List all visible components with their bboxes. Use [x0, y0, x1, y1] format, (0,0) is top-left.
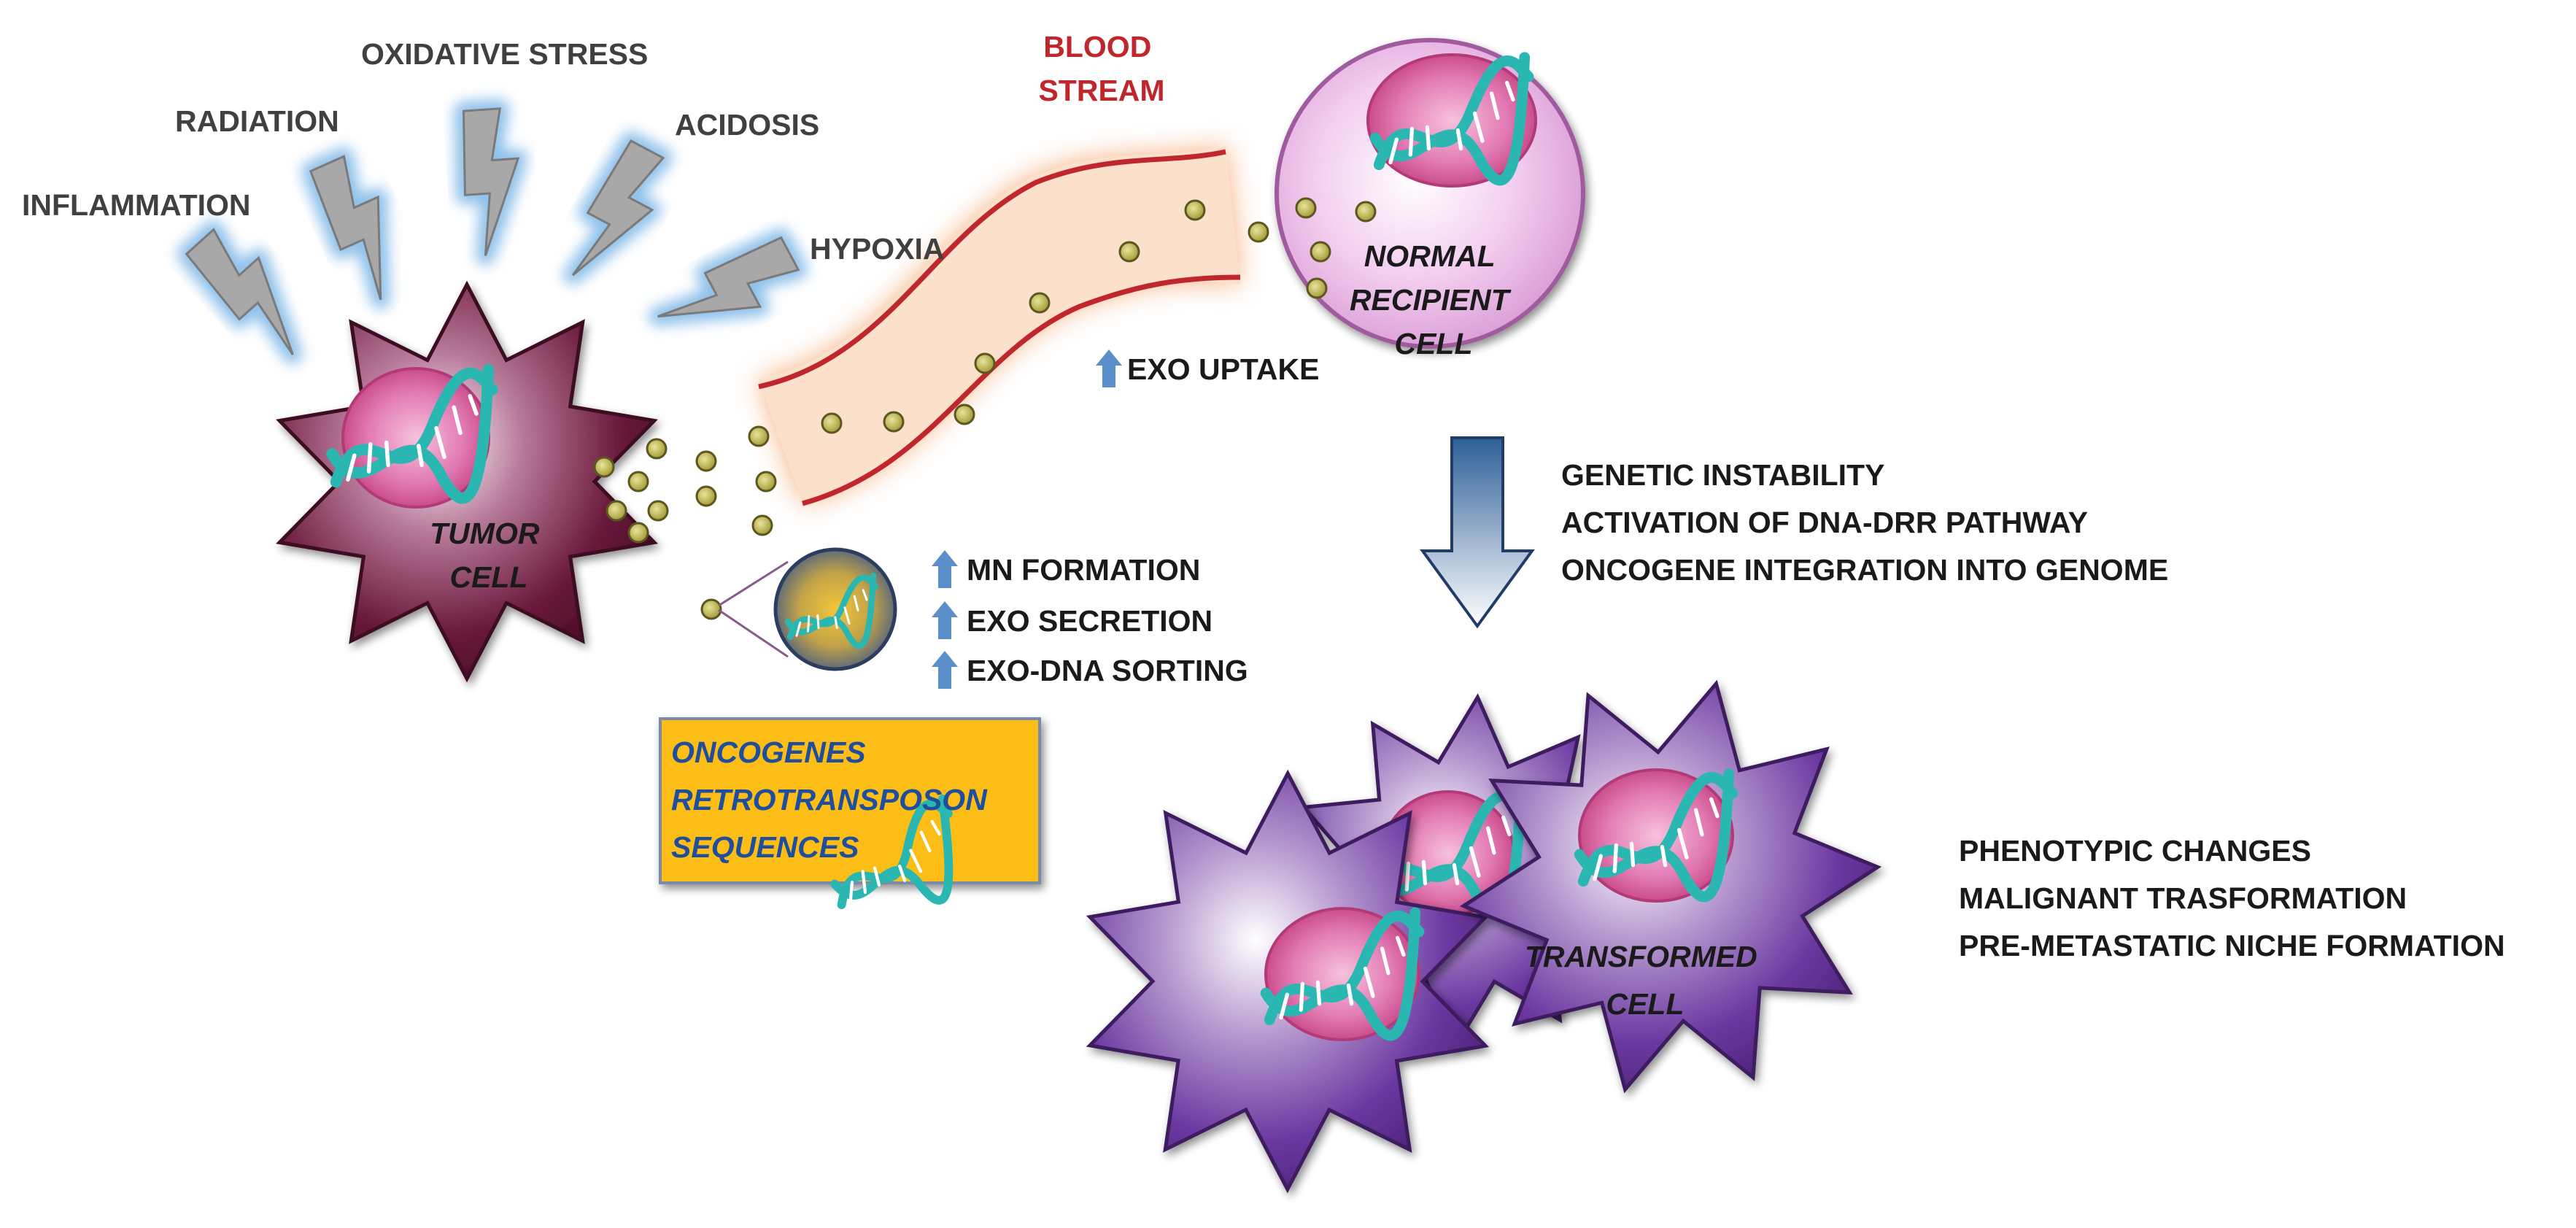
recipient-line1: NORMAL — [1364, 239, 1495, 273]
tumor-cell — [276, 280, 658, 683]
down-arrow — [1420, 436, 1535, 629]
exosome — [1310, 241, 1331, 263]
transformed-cells — [1086, 679, 1882, 1194]
cargo-box-text: ONCOGENES RETROTRANSPOSON SEQUENCES — [671, 735, 995, 864]
transformed-nucleus — [1578, 768, 1734, 903]
inflammation-label: INFLAMMATION — [22, 188, 251, 222]
dna-drr-pathway-label: ACTIVATION OF DNA-DRR PATHWAY — [1561, 506, 2088, 539]
cargo-line1: ONCOGENES — [671, 735, 866, 769]
exosome — [755, 471, 777, 493]
exosome-zoom — [718, 547, 897, 671]
tumor-nucleus — [341, 367, 490, 509]
up-arrow-icon — [1096, 350, 1122, 387]
transformed-cell-label: TRANSFORMED CELL — [1525, 940, 1765, 1021]
recipient-line3: CELL — [1394, 327, 1472, 360]
tumor-line1: TUMOR — [430, 517, 540, 550]
blood-stream-line1: BLOOD — [1043, 30, 1151, 63]
exosome — [1306, 277, 1328, 299]
exosome — [606, 500, 627, 522]
blood-stream-line2: STREAM — [1038, 74, 1164, 107]
cargo-line2: RETROTRANSPOSON — [671, 783, 988, 816]
transformed-cell — [1086, 769, 1490, 1194]
exosome — [883, 411, 905, 433]
exosome — [954, 403, 975, 425]
up-arrow-icon — [932, 651, 958, 689]
exo-dna-sorting-label: EXO-DNA SORTING — [967, 654, 1248, 687]
exosome — [700, 598, 722, 620]
genetic-instability-label: GENETIC INSTABILITY — [1561, 458, 1884, 492]
exosome-particles — [593, 197, 1377, 620]
normal-recipient-cell — [1275, 38, 1585, 349]
malignant-transformation-label: MALIGNANT TRASFORMATION — [1959, 881, 2407, 915]
cargo-box — [659, 717, 1041, 918]
hypoxia-label: HYPOXIA — [810, 232, 945, 266]
exosome — [1248, 221, 1269, 243]
recipient-cell-label: NORMAL RECIPIENT CELL — [1350, 239, 1517, 360]
oxidative-stress-label: OXIDATIVE STRESS — [361, 37, 648, 71]
exo-secretion-label: EXO SECRETION — [967, 604, 1212, 638]
cargo-line3: SEQUENCES — [671, 830, 859, 864]
exosome — [646, 438, 668, 460]
transformed-nucleus — [1264, 907, 1420, 1041]
blood-stream-vessel — [758, 146, 1241, 506]
mn-formation-label: MN FORMATION — [967, 553, 1200, 587]
exosome — [627, 522, 649, 544]
transformed-cell — [1459, 679, 1882, 1094]
oncogene-integration-label: ONCOGENE INTEGRATION INTO GENOME — [1561, 553, 2168, 587]
exosome — [821, 412, 843, 434]
acidosis-label: ACIDOSIS — [675, 108, 819, 142]
exosome — [695, 450, 717, 472]
radiation-label: RADIATION — [175, 104, 339, 138]
exosome — [627, 471, 649, 493]
exosome — [1355, 201, 1377, 223]
exosome — [974, 352, 996, 374]
exosome — [1118, 241, 1140, 263]
up-arrow-icon — [932, 550, 958, 588]
exosome — [647, 500, 669, 522]
exosome — [1184, 199, 1206, 221]
pre-metastatic-niche-label: PRE-METASTATIC NICHE FORMATION — [1959, 929, 2505, 962]
transformed-line1: TRANSFORMED — [1525, 940, 1757, 973]
blood-stream-label: BLOOD STREAM — [1038, 30, 1164, 107]
tumor-cell-label: TUMOR CELL — [430, 517, 548, 594]
exo-uptake-label: EXO UPTAKE — [1127, 352, 1320, 386]
exosome — [1295, 197, 1317, 219]
transformed-line2: CELL — [1606, 987, 1684, 1021]
exosome — [695, 485, 717, 507]
exosome — [748, 425, 770, 447]
tumor-line2: CELL — [449, 560, 527, 594]
phenotypic-changes-label: PHENOTYPIC CHANGES — [1959, 834, 2311, 868]
up-arrow-icon — [932, 601, 958, 639]
recipient-line2: RECIPIENT — [1350, 283, 1512, 317]
exosome — [593, 456, 615, 478]
stressor-bolts — [183, 107, 805, 365]
exosome — [1029, 292, 1051, 314]
exosome — [751, 514, 773, 536]
